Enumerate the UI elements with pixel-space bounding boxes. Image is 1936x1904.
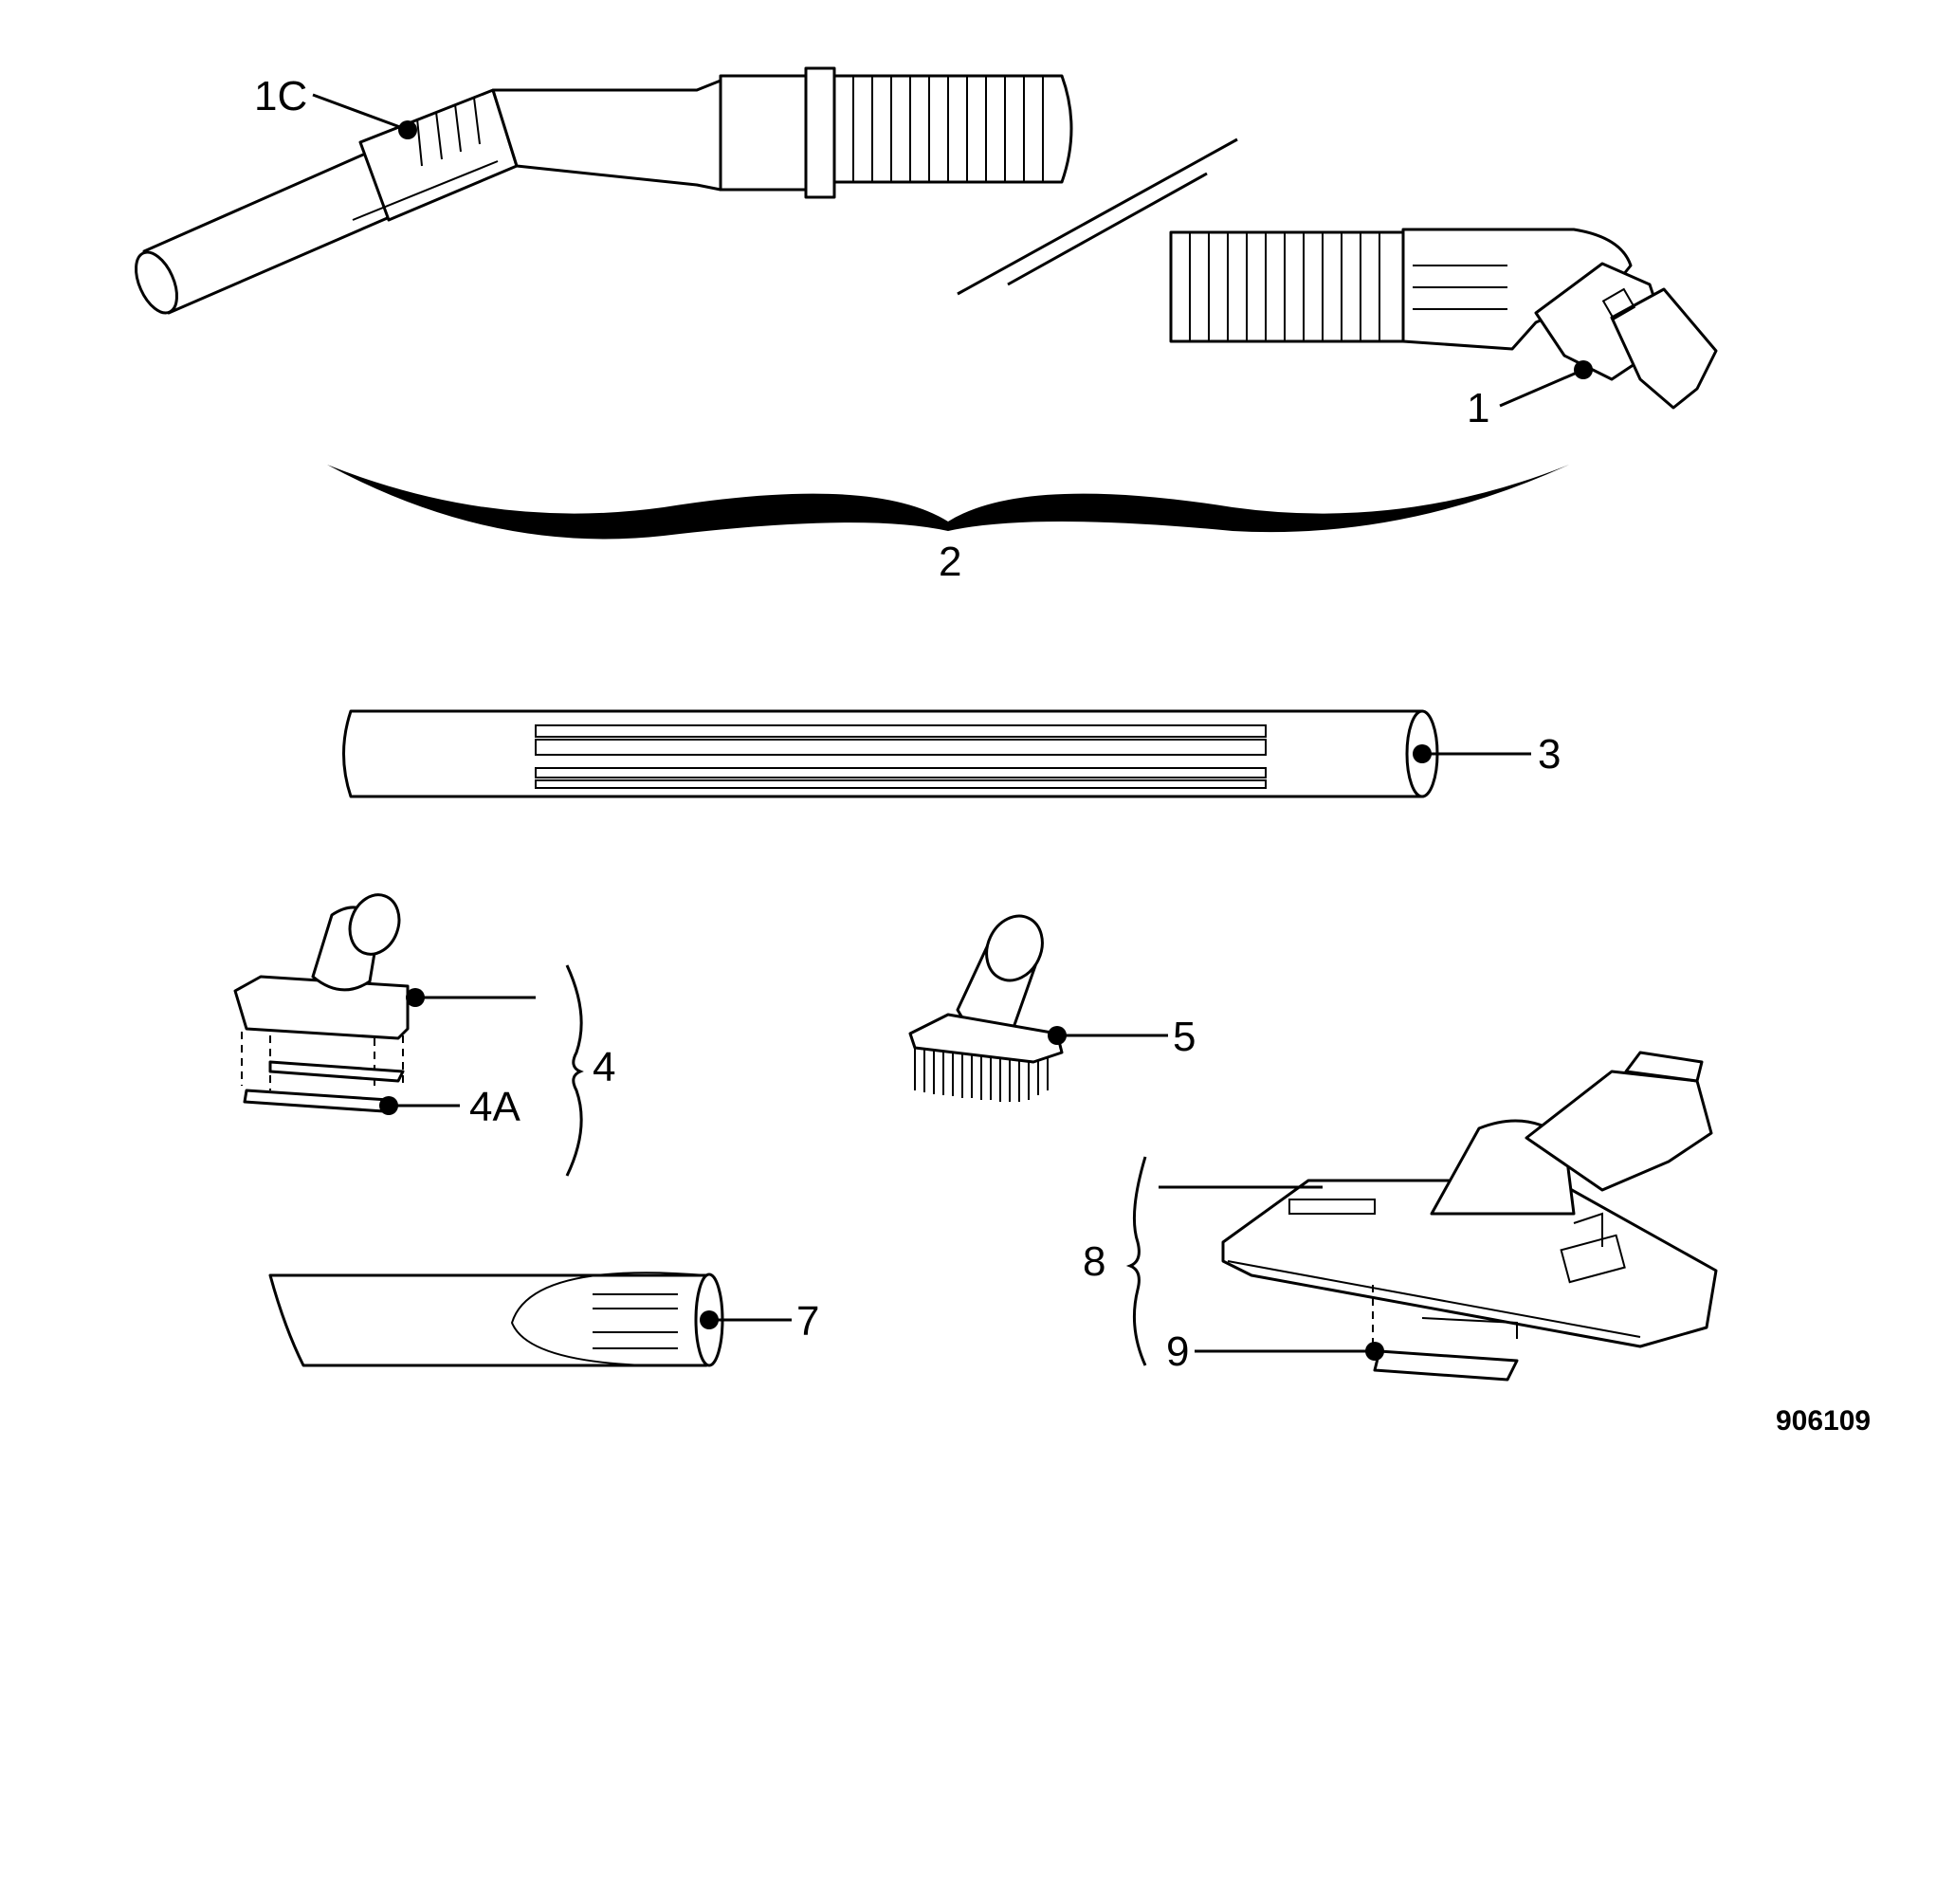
floor-nozzle-part: 8 9	[1083, 1051, 1718, 1382]
hose-wand-end-part: 1C	[135, 66, 1073, 315]
callout-5-label: 5	[1173, 1014, 1196, 1060]
group-bracket: 2	[327, 465, 1569, 585]
callout-1c-label: 1C	[254, 73, 307, 119]
brush-bristles	[914, 1048, 1049, 1102]
callout-9-label: 9	[1166, 1328, 1189, 1375]
extension-wand-part: 3	[342, 709, 1561, 798]
callout-8-label: 8	[1083, 1238, 1105, 1285]
callout-3-label: 3	[1538, 731, 1561, 778]
figure-number: 906109	[1776, 1405, 1871, 1437]
hose-ribs	[1189, 232, 1380, 341]
hose-ribs	[852, 76, 1044, 182]
callout-2-label: 2	[939, 539, 961, 585]
callout-4a-label: 4A	[469, 1084, 521, 1130]
crevice-tool-part: 7	[268, 1272, 819, 1367]
callout-1-label: 1	[1467, 385, 1489, 431]
callout-4-label: 4	[593, 1044, 615, 1090]
upholstery-tool-part: 4A 4	[233, 893, 615, 1177]
dusting-brush-part: 5	[908, 914, 1196, 1102]
callout-7-label: 7	[796, 1298, 819, 1345]
hose-handle-part: 1	[1169, 228, 1718, 431]
break-lines	[957, 137, 1238, 296]
